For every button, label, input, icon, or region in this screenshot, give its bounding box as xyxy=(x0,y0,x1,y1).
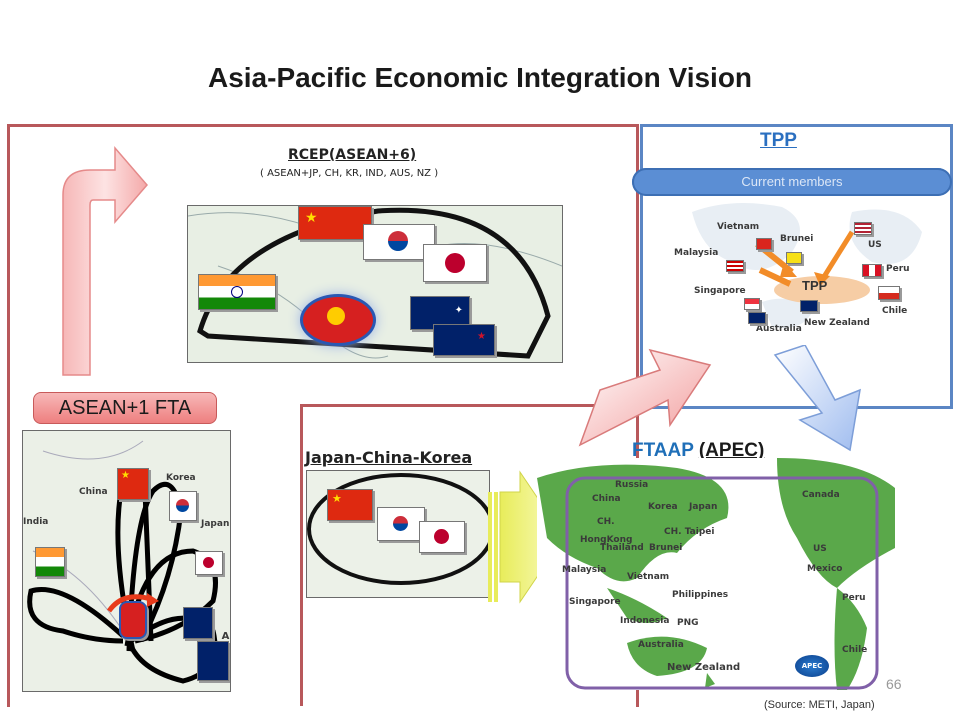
jck-china-flag: ★ xyxy=(327,489,373,521)
ftaap-heading: FTAAP (APEC) xyxy=(632,440,764,462)
page-title: Asia-Pacific Economic Integration Vision xyxy=(207,62,753,93)
vietnam-flag xyxy=(756,238,772,250)
tpp-label-brunei: Brunei xyxy=(780,234,814,244)
asean-label-korea: Korea xyxy=(166,473,196,483)
ftaap-heading-text: FTAAP xyxy=(632,440,694,461)
ftaap-label-ch: CH. xyxy=(597,517,615,527)
ftaap-label-canada: Canada xyxy=(802,490,840,500)
asean-label-japan: Japan xyxy=(201,519,230,529)
new-zealand-flag-tiny xyxy=(800,300,818,312)
tpp-label-us: US xyxy=(868,240,882,250)
japan-flag xyxy=(423,244,487,282)
jck-korea-flag xyxy=(377,507,425,541)
ftaap-label-japan: Japan xyxy=(689,502,718,512)
ftaap-label-australia: Australia xyxy=(638,640,684,650)
korea-flag-small xyxy=(169,491,197,521)
up-arrow xyxy=(62,145,148,376)
singapore-flag xyxy=(744,298,760,310)
tpp-center-label: TPP xyxy=(802,278,828,293)
page-number: 66 xyxy=(886,676,902,692)
ftaap-heading-suffix: (APEC) xyxy=(698,440,765,461)
ftaap-label-philippines: Philippines xyxy=(672,590,729,600)
asean-frame-right xyxy=(300,404,303,706)
brunei-flag xyxy=(786,252,802,264)
apec-logo: APEC xyxy=(795,655,829,677)
asean-center-arrow xyxy=(106,593,159,613)
china-flag-small: ★ xyxy=(117,468,149,500)
ftaap-label-new-zealand: New Zealand xyxy=(667,662,741,673)
tpp-label-vietnam: Vietnam xyxy=(717,222,760,232)
tpp-label-australia: Australia xyxy=(756,324,802,334)
asean-label-china: China xyxy=(79,487,108,497)
peru-flag xyxy=(862,264,882,277)
tpp-frame xyxy=(640,124,953,409)
tpp-label-malaysia: Malaysia xyxy=(674,248,719,258)
ftaap-label-png: PNG xyxy=(677,618,699,628)
ftaap-label-singapore: Singapore xyxy=(569,597,621,607)
us-flag xyxy=(854,222,872,235)
ftaap-map: Russia China Korea Japan Canada CH. Hong… xyxy=(537,458,897,690)
ftaap-label-vietnam: Vietnam xyxy=(627,572,670,582)
chile-flag xyxy=(878,286,900,300)
australia-flag-tiny xyxy=(748,312,766,324)
ftaap-label-china: China xyxy=(592,494,621,504)
ftaap-label-ch-taipei: CH. Taipei xyxy=(664,527,715,537)
tpp-heading: TPP xyxy=(760,130,797,151)
ftaap-label-peru: Peru xyxy=(842,593,866,603)
ftaap-label-malaysia: Malaysia xyxy=(562,565,607,575)
current-members-cloud: Current members xyxy=(632,168,952,196)
ftaap-label-russia: Russia xyxy=(615,480,649,490)
source-note: (Source: METI, Japan) xyxy=(764,699,875,711)
tpp-label-peru: Peru xyxy=(886,264,910,274)
tpp-map: TPP Vietnam Brunei Malaysia US Peru Sing… xyxy=(672,192,934,342)
ftaap-label-chile: Chile xyxy=(842,645,868,655)
asean-emblem xyxy=(300,294,376,346)
ftaap-map-drawing xyxy=(537,458,895,690)
ftaap-label-brunei: Brunei xyxy=(649,543,683,553)
ftaap-label-mexico: Mexico xyxy=(807,564,843,574)
ftaap-label-hongkong: HongKong xyxy=(580,535,633,545)
rcep-subtitle: ( ASEAN+JP, CH, KR, IND, AUS, NZ ) xyxy=(260,168,439,179)
china-flag: ★ xyxy=(298,206,372,240)
malaysia-flag xyxy=(726,260,744,272)
asean-fta-map: China Korea India Japan Australia & NZ ★ xyxy=(22,430,231,692)
india-flag-small xyxy=(35,547,65,577)
jck-map: ★ xyxy=(306,470,490,598)
new-zealand-flag-small xyxy=(197,641,229,681)
merge-arrows xyxy=(578,345,861,452)
ftaap-label-thailand: Thailand xyxy=(600,543,644,553)
rcep-map: ★ ✦ ★ xyxy=(187,205,563,363)
australia-flag-small xyxy=(183,607,213,639)
jck-heading: Japan-China-Korea xyxy=(305,448,473,467)
ftaap-label-us: US xyxy=(813,544,827,554)
frame-divider xyxy=(300,404,637,407)
tpp-label-chile: Chile xyxy=(882,306,908,316)
asean-plus-one-fta-label: ASEAN+1 FTA xyxy=(33,392,217,424)
asean-emblem-small xyxy=(119,601,147,639)
tpp-label-new-zealand: New Zealand xyxy=(804,318,870,328)
tpp-label-singapore: Singapore xyxy=(694,286,746,296)
asean-label-india: India xyxy=(23,517,49,527)
asean-label-australia-nz: Australia & NZ xyxy=(221,631,230,642)
ftaap-label-korea: Korea xyxy=(648,502,678,512)
jck-japan-flag xyxy=(419,521,465,553)
new-zealand-flag: ★ xyxy=(433,324,495,356)
ftaap-label-indonesia: Indonesia xyxy=(620,616,670,626)
india-flag xyxy=(198,274,276,310)
rcep-heading: RCEP(ASEAN+6) xyxy=(288,147,417,163)
japan-flag-small xyxy=(195,551,223,575)
